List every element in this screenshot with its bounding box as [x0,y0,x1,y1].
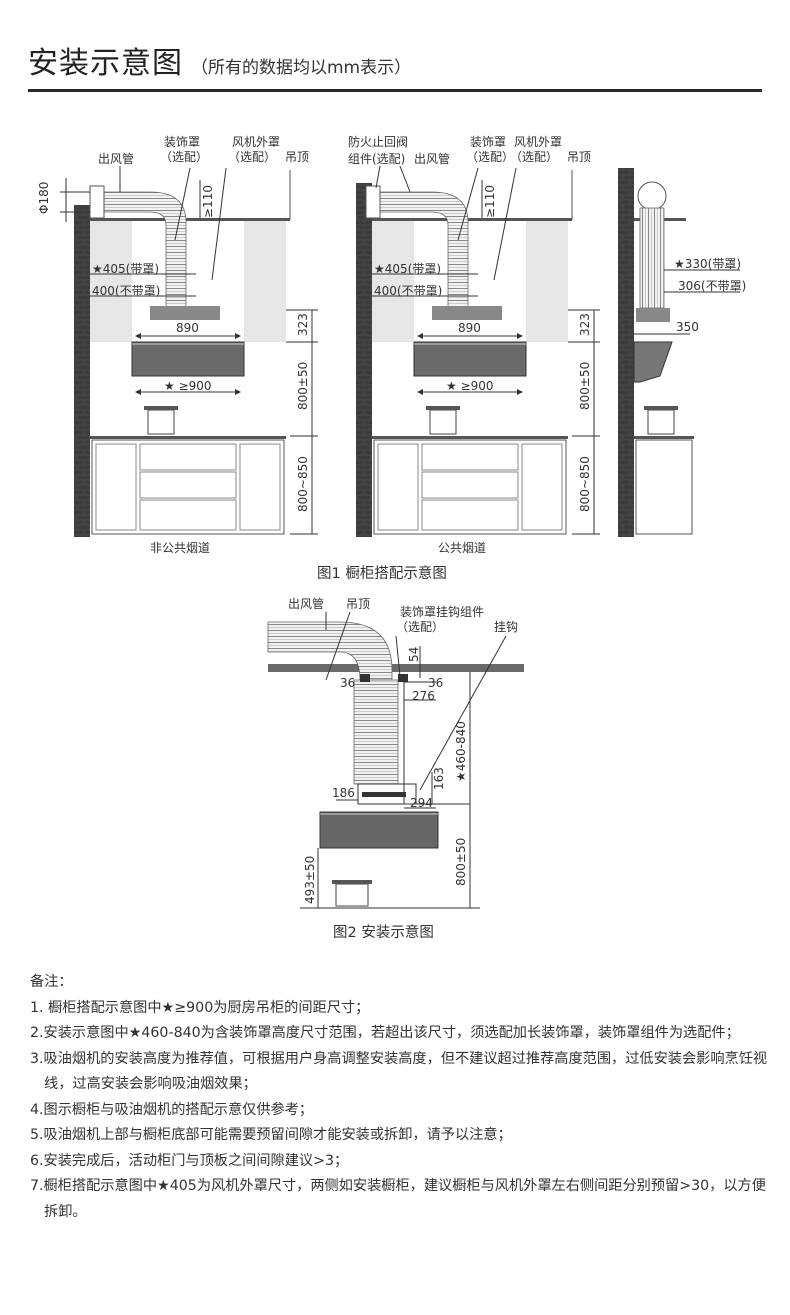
label-ceiling-fig2: 吊顶 [346,597,370,611]
figure1-caption: 图1 橱柜搭配示意图 [317,564,447,582]
fig1-right: ★330(带罩) 306(不带罩) 350 [618,168,746,537]
dim-400: 400(不带罩) [92,284,160,298]
label-fan-cover-2-mid: （选配） [510,150,558,164]
brick-wall [74,205,90,537]
dim-276: 276 [412,689,435,703]
label-hook-kit-2: （选配） [396,620,444,634]
dim-323-mid: 323 [578,313,592,336]
dim-900: ★ ≥900 [164,379,212,393]
label-ceiling: 吊顶 [285,150,309,164]
label-hook: 挂钩 [494,620,518,634]
label-cover-1-mid: 装饰罩 [470,135,506,149]
note-1: 1. 橱柜搭配示意图中★≥900为厨房吊柜的间距尺寸； [30,999,370,1016]
dim-405-mid: ★405(带罩) [374,262,441,276]
dim-405: ★405(带罩) [92,262,159,276]
ceiling-board [268,664,524,672]
fig1-left: 出风管 装饰罩 （选配） 风机外罩 （选配） 吊顶 Φ180 ≥110 ★405… [37,135,318,555]
note-3: 3.吸油烟机的安装高度为推荐值，可根据用户身高调整安装高度，但不建议超过推荐高度… [30,1050,768,1093]
dim-dia: Φ180 [37,182,51,214]
note-7: 7.橱柜搭配示意图中★405为风机外罩尺寸，两侧如安装橱柜，建议橱柜与风机外罩左… [30,1178,766,1220]
dim-350: 350 [676,320,699,334]
dim-800: 800±50 [296,362,310,410]
notes-heading: 备注： [30,974,73,990]
notes-section: 备注： 1. 橱柜搭配示意图中★≥900为厨房吊柜的间距尺寸； 2.安装示意图中… [30,970,770,1225]
dim-890-mid: 890 [458,321,481,335]
label-fan-cover-1-mid: 风机外罩 [514,135,562,149]
note-6: 6.安装完成后，活动柜门与顶板之间间隙建议>3； [30,1152,349,1169]
label-duct-fig2: 出风管 [288,596,324,611]
label-ceiling-mid: 吊顶 [567,150,591,164]
dim-gap-mid: ≥110 [483,185,497,218]
dim-36b: 36 [428,676,443,690]
ceiling-mid [372,218,572,221]
dim-493: 493±50 [303,856,317,904]
range-hood-fig2 [319,811,439,849]
dim-460-840: ★460-840 [454,721,468,782]
fig2: 出风管 吊顶 装饰罩挂钩组件 （选配） 挂钩 54 36 36 276 163 … [267,596,524,909]
note-5: 5.吸油烟机上部与橱柜底部可能需要预留间隙才能安装或拆卸，请予以注意； [30,1127,512,1143]
note-4: 4.图示橱柜与吸油烟机的搭配示意仅供参考； [30,1101,314,1118]
dim-36a: 36 [340,676,355,690]
label-cover-1: 装饰罩 [164,135,200,149]
diagrams-area: 出风管 装饰罩 （选配） 风机外罩 （选配） 吊顶 Φ180 ≥110 ★405… [37,134,746,941]
label-duct: 出风管 [98,151,134,166]
label-fan-cover-2: （选配） [228,150,276,164]
dim-306: 306(不带罩) [678,279,746,293]
dim-850: 800~850 [296,456,310,512]
label-valve-1: 防火止回阀 [348,134,408,149]
fig1-middle: 防火止回阀 组件(选配) 出风管 装饰罩 （选配） 风机外罩 （选配） 吊顶 ≥… [348,134,600,555]
duct-side [639,207,665,309]
dim-323: 323 [296,313,310,336]
label-public-flue: 公共烟道 [438,541,486,555]
figure2-caption: 图2 安装示意图 [333,923,434,941]
label-hook-kit-1: 装饰罩挂钩组件 [400,605,484,619]
dim-900-mid: ★ ≥900 [446,379,494,393]
dim-400-mid: 400(不带罩) [374,284,442,298]
label-duct-mid: 出风管 [414,151,450,166]
header-rule [28,89,762,92]
dim-54: 54 [407,647,421,662]
label-cover-2-mid: （选配） [466,150,514,164]
range-hood [131,341,245,377]
dim-gap: ≥110 [201,185,215,218]
dim-186: 186 [332,786,355,800]
dim-800-fig2: 800±50 [454,838,468,886]
duct-pipe-fig2 [267,621,393,681]
note-2: 2.安装示意图中★460-840为含装饰罩高度尺寸范围，若超出该尺寸，须选配加长… [30,1025,740,1041]
dim-163: 163 [432,767,446,790]
label-non-public-flue: 非公共烟道 [150,541,210,555]
page-title: 安装示意图 [28,46,183,81]
dim-850-mid: 800~850 [578,456,592,512]
dim-330: ★330(带罩) [674,257,741,271]
ceiling [90,218,290,221]
range-hood-side [633,341,673,383]
label-valve-2: 组件(选配) [348,152,405,166]
page-subtitle: （所有的数据均以mm表示） [191,58,412,78]
dim-800-mid: 800±50 [578,362,592,410]
label-cover-2: （选配） [160,150,208,164]
page-header: 安装示意图 （所有的数据均以mm表示） [28,38,411,82]
dim-294: 294 [410,796,433,810]
dim-890: 890 [176,321,199,335]
brick-wall-public [356,183,372,537]
range-hood-mid [413,341,527,377]
label-fan-cover-1: 风机外罩 [232,135,280,149]
brick-wall-side [618,168,634,537]
